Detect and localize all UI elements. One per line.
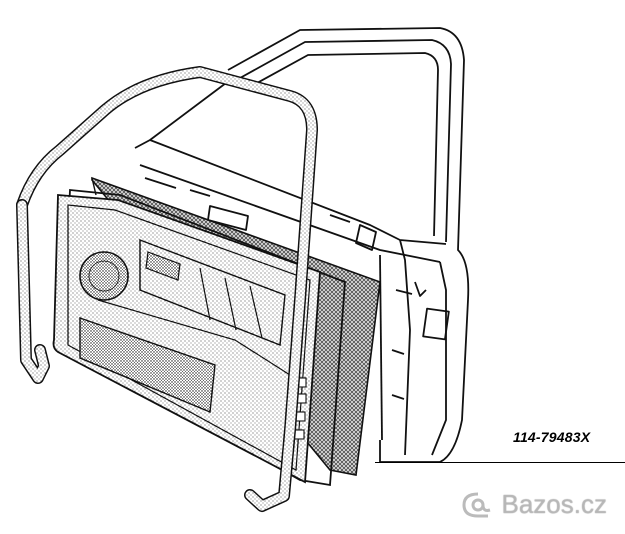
- door-handle-recess: [145, 251, 181, 281]
- watermark-text: Bazos.cz: [501, 489, 608, 519]
- map-pocket: [79, 317, 216, 414]
- door-trim-panel: [52, 194, 321, 484]
- speaker-grille-icon: [79, 251, 129, 301]
- at-swirl-icon: [461, 492, 490, 517]
- door-shell: [134, 27, 470, 463]
- part-number-label: 114-79483X: [513, 429, 591, 445]
- callout-line: [375, 462, 625, 463]
- window-seal-strip: [16, 66, 318, 512]
- watermark: Bazos.cz: [458, 489, 608, 520]
